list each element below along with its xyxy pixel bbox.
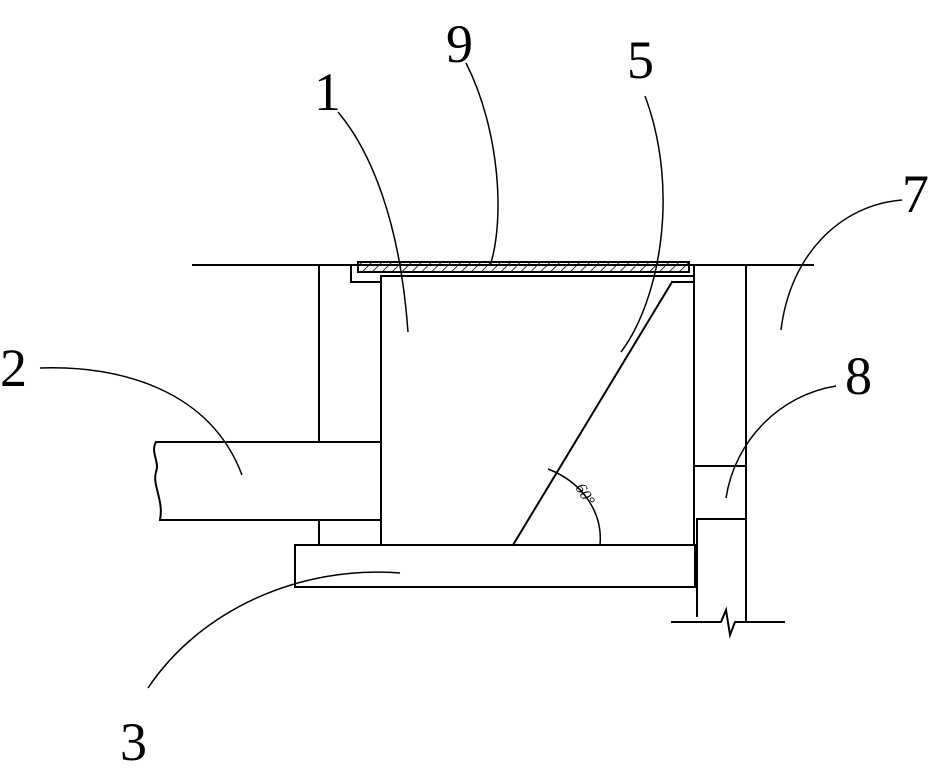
leader-1 <box>337 111 409 333</box>
label-5: 5 <box>627 30 654 90</box>
cover-plate <box>357 261 690 273</box>
label-8: 8 <box>845 346 872 406</box>
leader-3 <box>147 571 401 689</box>
angle-arc <box>547 468 601 546</box>
inner-chamber <box>350 264 695 546</box>
inlet-pipe <box>153 441 382 521</box>
leader-5 <box>620 95 664 353</box>
label-1: 1 <box>314 62 341 122</box>
inclined-plate <box>511 280 695 547</box>
leader-8 <box>725 385 837 499</box>
label-9: 9 <box>446 14 473 74</box>
base-slab <box>294 544 696 588</box>
leader-lines <box>39 62 903 689</box>
leader-9 <box>465 62 499 267</box>
leader-2 <box>39 367 243 476</box>
label-7: 7 <box>902 164 929 224</box>
label-3: 3 <box>120 712 147 771</box>
right-wall <box>671 264 785 639</box>
label-2: 2 <box>0 338 27 398</box>
leader-7 <box>780 199 903 331</box>
